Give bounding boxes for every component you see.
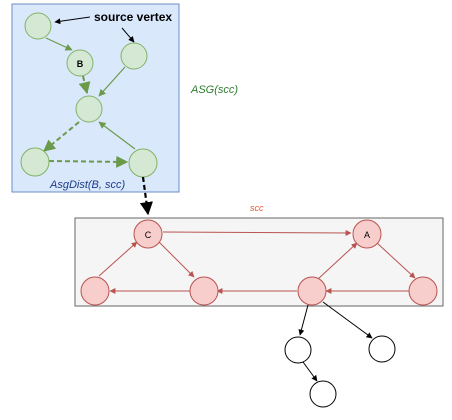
node-c — [133, 219, 163, 249]
node-scc-r3 — [297, 276, 327, 306]
edge-a-to-r4 — [376, 242, 416, 279]
node-source-left — [24, 12, 52, 40]
scc-container — [74, 217, 444, 307]
node-a-label: A — [364, 230, 370, 240]
node-bottom-right — [128, 148, 158, 178]
scc-label: scc — [250, 203, 264, 213]
edge-tr-to-mid — [98, 66, 126, 97]
annotation-arrow-right — [121, 27, 135, 43]
node-b-label: B — [77, 59, 84, 69]
node-scc-r1 — [80, 276, 110, 306]
edge-b-to-mid — [78, 75, 91, 95]
node-scc-r4 — [408, 276, 438, 306]
edge-r3-to-a — [317, 242, 358, 280]
node-source-right — [120, 42, 148, 70]
node-b — [66, 49, 94, 77]
edge-br-to-mid — [98, 121, 136, 150]
edge-bl-to-br — [48, 155, 129, 168]
asgdist-label: AsgDist(B, scc) — [49, 179, 126, 191]
node-out-1 — [284, 336, 312, 364]
edge-w1-to-w3 — [302, 361, 318, 382]
node-scc-r2 — [189, 276, 219, 306]
node-a — [352, 219, 382, 249]
edge-r1-to-c — [98, 241, 138, 277]
edge-c-to-r2 — [158, 241, 195, 278]
asg-label: ASG(scc) — [190, 84, 238, 96]
node-bottom-left — [20, 147, 50, 177]
node-c-label: C — [145, 230, 152, 240]
node-mid — [75, 95, 103, 123]
annotation-arrow-left — [54, 16, 91, 25]
node-out-3 — [309, 380, 337, 408]
edge-r3-to-w2 — [322, 301, 373, 339]
node-out-2 — [368, 335, 396, 363]
source-vertex-annotation: source vertex — [94, 10, 172, 24]
edge-c-to-a — [162, 229, 352, 236]
connector-asg-to-c — [139, 176, 153, 216]
edge-r3-to-w1 — [298, 304, 309, 336]
edge-src-to-b — [45, 37, 73, 51]
